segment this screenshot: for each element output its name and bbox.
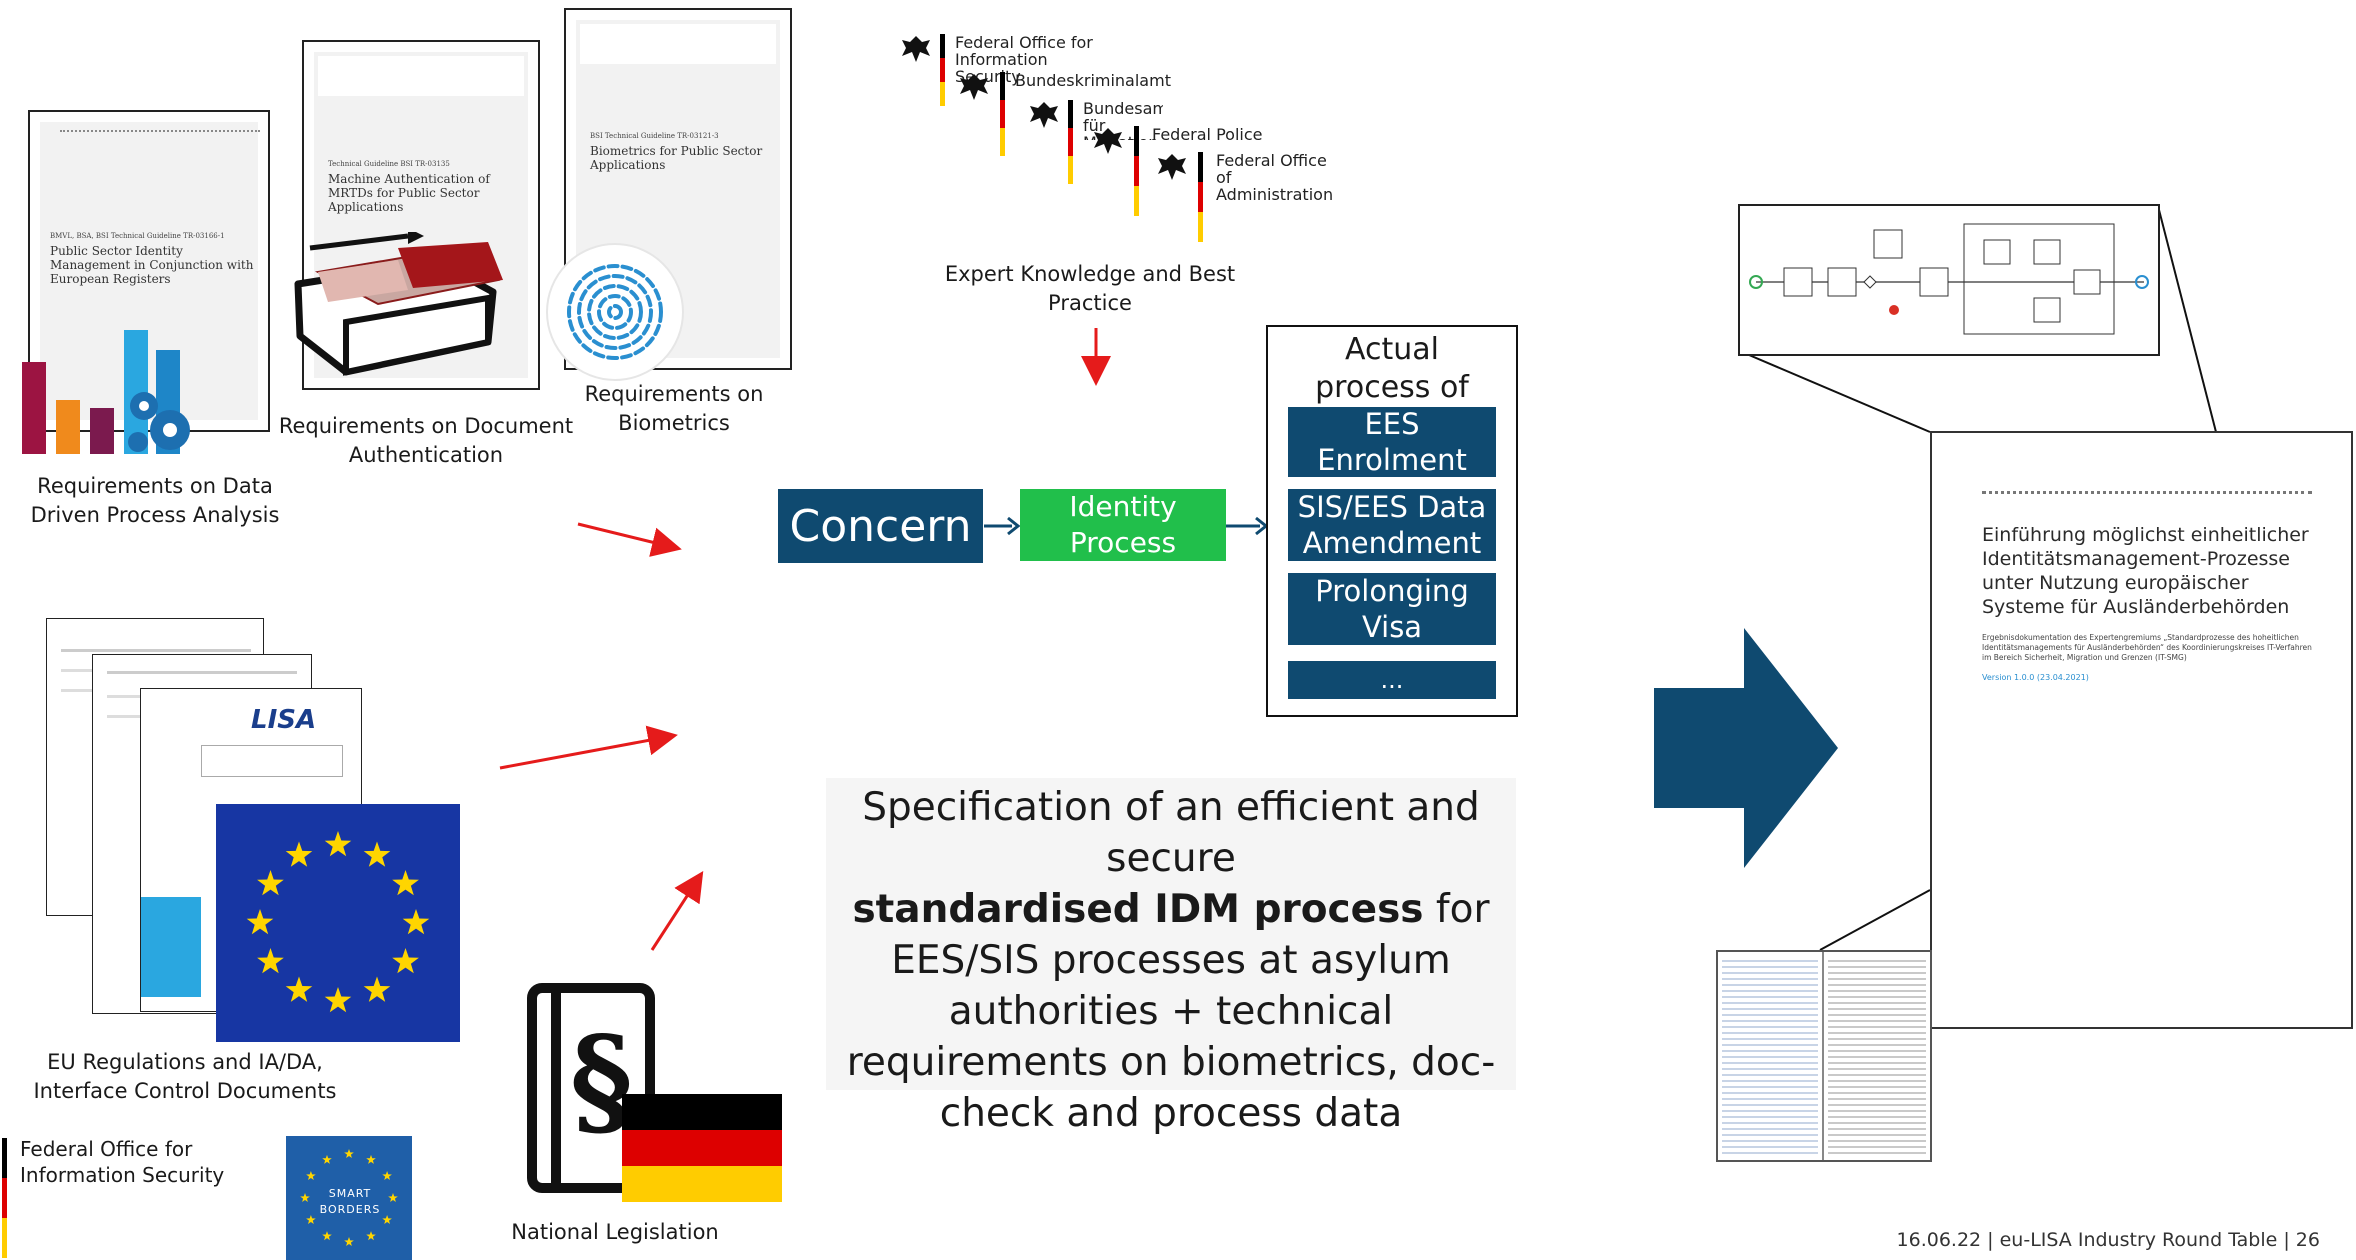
eu-star xyxy=(257,948,284,974)
smart-borders-star xyxy=(366,1231,376,1241)
process-diagram-thumbnail xyxy=(1738,204,2160,356)
caption-eu-regulations: EU Regulations and IA/DA, Interface Cont… xyxy=(33,1050,337,1103)
data-driven-requirements-document: BMVL, BSA, BSI Technical Guideline TR-03… xyxy=(28,110,270,432)
smart-borders-star xyxy=(306,1215,316,1224)
federal-eagle-icon xyxy=(960,74,988,100)
result-doc-title: Einführung möglichst einheitlicher Ident… xyxy=(1982,524,2309,618)
eu-star xyxy=(257,870,284,896)
spec-line-1: Specification of an efficient and secure xyxy=(862,785,1480,881)
spec-for: for xyxy=(1435,887,1490,932)
footer: 16.06.22 | eu-LISA Industry Round Table … xyxy=(1896,1229,2320,1251)
fingerprint-icon xyxy=(546,243,684,381)
red-arrows xyxy=(499,328,1111,951)
eu-star xyxy=(363,976,391,1002)
lisa-logo: LISA xyxy=(251,705,317,735)
smart-borders-star xyxy=(344,1149,354,1158)
smart-borders-star xyxy=(300,1193,310,1202)
eu-star xyxy=(285,976,313,1002)
result-doc-subtitle: Ergebnisdokumentation des Expertengremiu… xyxy=(1982,633,2312,662)
caption-doc-auth: Requirements on Document Authentication xyxy=(278,414,574,467)
result-doc-logos xyxy=(1982,491,2312,508)
process-more[interactable]: ... xyxy=(1288,661,1496,699)
eu-star xyxy=(246,909,274,935)
smart-borders-star xyxy=(382,1215,392,1224)
doc1-title: Public Sector Identity Management in Con… xyxy=(50,244,254,286)
law-book-icon: § xyxy=(527,983,782,1202)
process-ees-enrolment[interactable]: EES Enrolment xyxy=(1288,407,1496,477)
agency-federal-office-administration: Federal Office of Administration xyxy=(1216,151,1334,204)
eu-star xyxy=(402,909,430,935)
eu-star xyxy=(363,841,391,867)
smart-borders-star xyxy=(306,1171,316,1180)
actual-process-panel: Actual process of concern EES Enrolment … xyxy=(1266,325,1518,717)
smart-borders-star xyxy=(344,1237,354,1246)
caption-biometrics: Requirements on Biometrics xyxy=(584,382,764,435)
star-ring-icon xyxy=(300,1149,398,1246)
doc3-header: BSI Technical Guideline TR-03121-3 xyxy=(590,132,719,140)
smart-borders-star xyxy=(322,1154,332,1164)
agency-federal-police: Federal Police xyxy=(1152,125,1263,144)
federal-eagle-icon xyxy=(1158,154,1186,180)
eu-star xyxy=(392,870,419,896)
doc1-header: BMVL, BSA, BSI Technical Guideline TR-03… xyxy=(50,232,225,240)
doc2-header: Technical Guideline BSI TR-03135 xyxy=(328,160,450,168)
result-doc-version: Version 1.0.0 (23.04.2021) xyxy=(1982,673,2089,682)
bsi-logo: Federal Office for Information Security xyxy=(0,1134,250,1260)
doc3-title: Biometrics for Public Sector Application… xyxy=(590,144,763,172)
spec-rest: EES/SIS processes at asylum authorities … xyxy=(846,938,1496,1136)
process-sis-ees-amendment[interactable]: SIS/EES Data Amendment xyxy=(1288,489,1496,561)
flow-arrow-icon xyxy=(1226,516,1268,536)
document-reader-icon xyxy=(294,232,503,376)
eu-star xyxy=(324,831,352,857)
eu-star xyxy=(285,841,313,867)
eu-star xyxy=(392,948,419,974)
smart-borders-star xyxy=(382,1171,392,1180)
identity-process-box: Identity Process xyxy=(1020,489,1226,561)
agency-bamf: Bundesamt für Migration xyxy=(1083,100,1163,140)
table-pages-thumbnail xyxy=(1716,950,1932,1162)
caption-expert: Expert Knowledge and Best Practice xyxy=(944,262,1236,315)
result-document: Einführung möglichst einheitlicher Ident… xyxy=(1930,431,2353,1029)
flow-arrow-icon xyxy=(984,516,1020,536)
smart-borders-star xyxy=(388,1193,398,1202)
doc2-title: Machine Authentication of MRTDs for Publ… xyxy=(328,172,490,214)
federal-eagle-icon xyxy=(1030,102,1058,128)
federal-eagle-icon xyxy=(902,36,930,62)
specification-statement: Specification of an efficient and secure… xyxy=(826,778,1516,1136)
federal-eagle-icon xyxy=(1094,128,1122,154)
eu-flag-icon xyxy=(216,804,460,1042)
caption-national: National Legislation xyxy=(511,1220,719,1244)
spec-bold: standardised IDM process xyxy=(852,887,1424,932)
smart-borders-star xyxy=(366,1154,376,1164)
eu-star xyxy=(324,987,352,1013)
smart-borders-star xyxy=(322,1231,332,1241)
smart-borders-logo: SMART BORDERS xyxy=(286,1136,412,1260)
caption-data-driven: Requirements on Data Driven Process Anal… xyxy=(30,474,280,527)
concern-box: Concern xyxy=(778,489,983,563)
agency-bka: Bundeskriminalamt xyxy=(1015,71,1171,90)
bar-chart-gears-icon xyxy=(22,330,190,454)
bsi-logo-text: Federal Office for Information Security xyxy=(20,1137,225,1187)
process-prolonging-visa[interactable]: Prolonging Visa xyxy=(1288,573,1496,645)
big-arrow-icon xyxy=(1654,628,1838,868)
agency-logos-strip xyxy=(60,130,260,144)
